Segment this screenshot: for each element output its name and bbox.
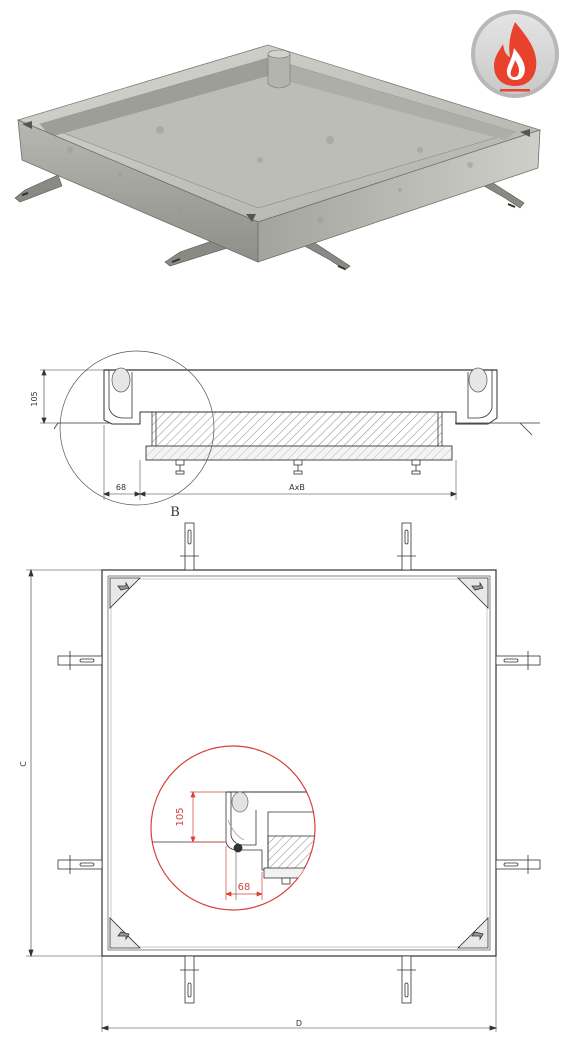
bolt <box>175 459 185 475</box>
plan-dim-vertical: C <box>19 761 28 767</box>
anchor-lug <box>495 651 541 670</box>
anchor-lug <box>57 855 103 874</box>
detail-label: B <box>170 505 180 520</box>
corner-bracket <box>109 917 141 949</box>
section-dim-height: 105 <box>30 391 39 406</box>
detail-dim-frame: 68 <box>238 882 251 893</box>
corner-boss <box>267 49 291 89</box>
section-view <box>40 350 540 506</box>
anchor-lug <box>180 522 199 571</box>
fire-icon <box>494 22 537 92</box>
anchor-lug <box>14 174 63 203</box>
corner-bracket <box>109 577 141 609</box>
bolt <box>293 459 303 475</box>
anchor-lug <box>495 855 541 874</box>
detail-dim-height: 105 <box>175 807 186 826</box>
detail-view <box>150 745 316 911</box>
plan-view <box>26 522 541 1032</box>
anchor-lug <box>397 955 416 1004</box>
bolt <box>411 459 421 475</box>
anchor-lug <box>397 522 416 571</box>
corner-bracket <box>457 917 489 949</box>
anchor-lug <box>57 651 103 670</box>
fire-rating-badge <box>471 10 559 98</box>
section-dim-frame: 68 <box>116 483 126 492</box>
anchor-lug <box>180 955 199 1004</box>
plan-dim-horizontal: D <box>296 1019 302 1028</box>
corner-bracket <box>457 577 489 609</box>
section-dim-span: AxB <box>289 483 305 492</box>
product-render <box>14 44 542 271</box>
